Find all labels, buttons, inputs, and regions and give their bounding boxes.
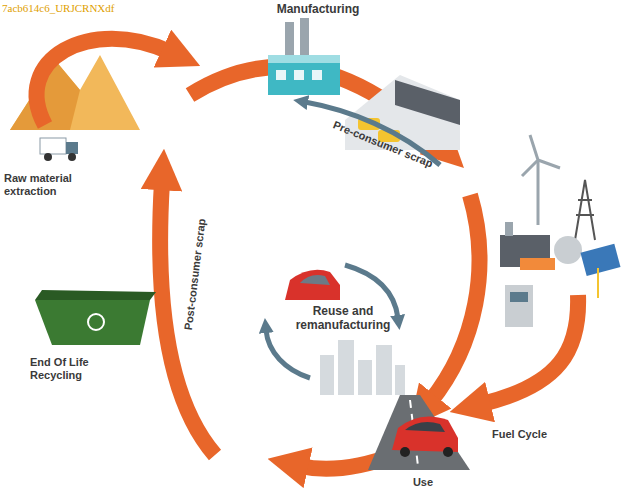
red-car-icon [285,270,340,300]
flow-label: Post-consumer scrap [181,209,209,340]
stage-label: Fuel Cycle [492,428,582,441]
road-icon [368,395,470,470]
stage-label: End Of Life Recycling [30,356,130,381]
stage-label: Reuse and remanufacturing [285,305,401,333]
stage-label: Manufacturing [248,3,388,17]
buildings-icon [320,340,405,395]
reuse-arrow [266,330,310,378]
factory-icon [268,18,340,95]
energy-icons [500,135,620,327]
watermark: 7acb614c6_URJCRNXdf [2,2,182,15]
truck-icon [40,138,78,161]
recycling-bin [35,290,156,345]
stage-label: Use [400,476,446,489]
stage-label: Raw material extraction [4,172,100,197]
cycle-arrows [37,39,579,469]
